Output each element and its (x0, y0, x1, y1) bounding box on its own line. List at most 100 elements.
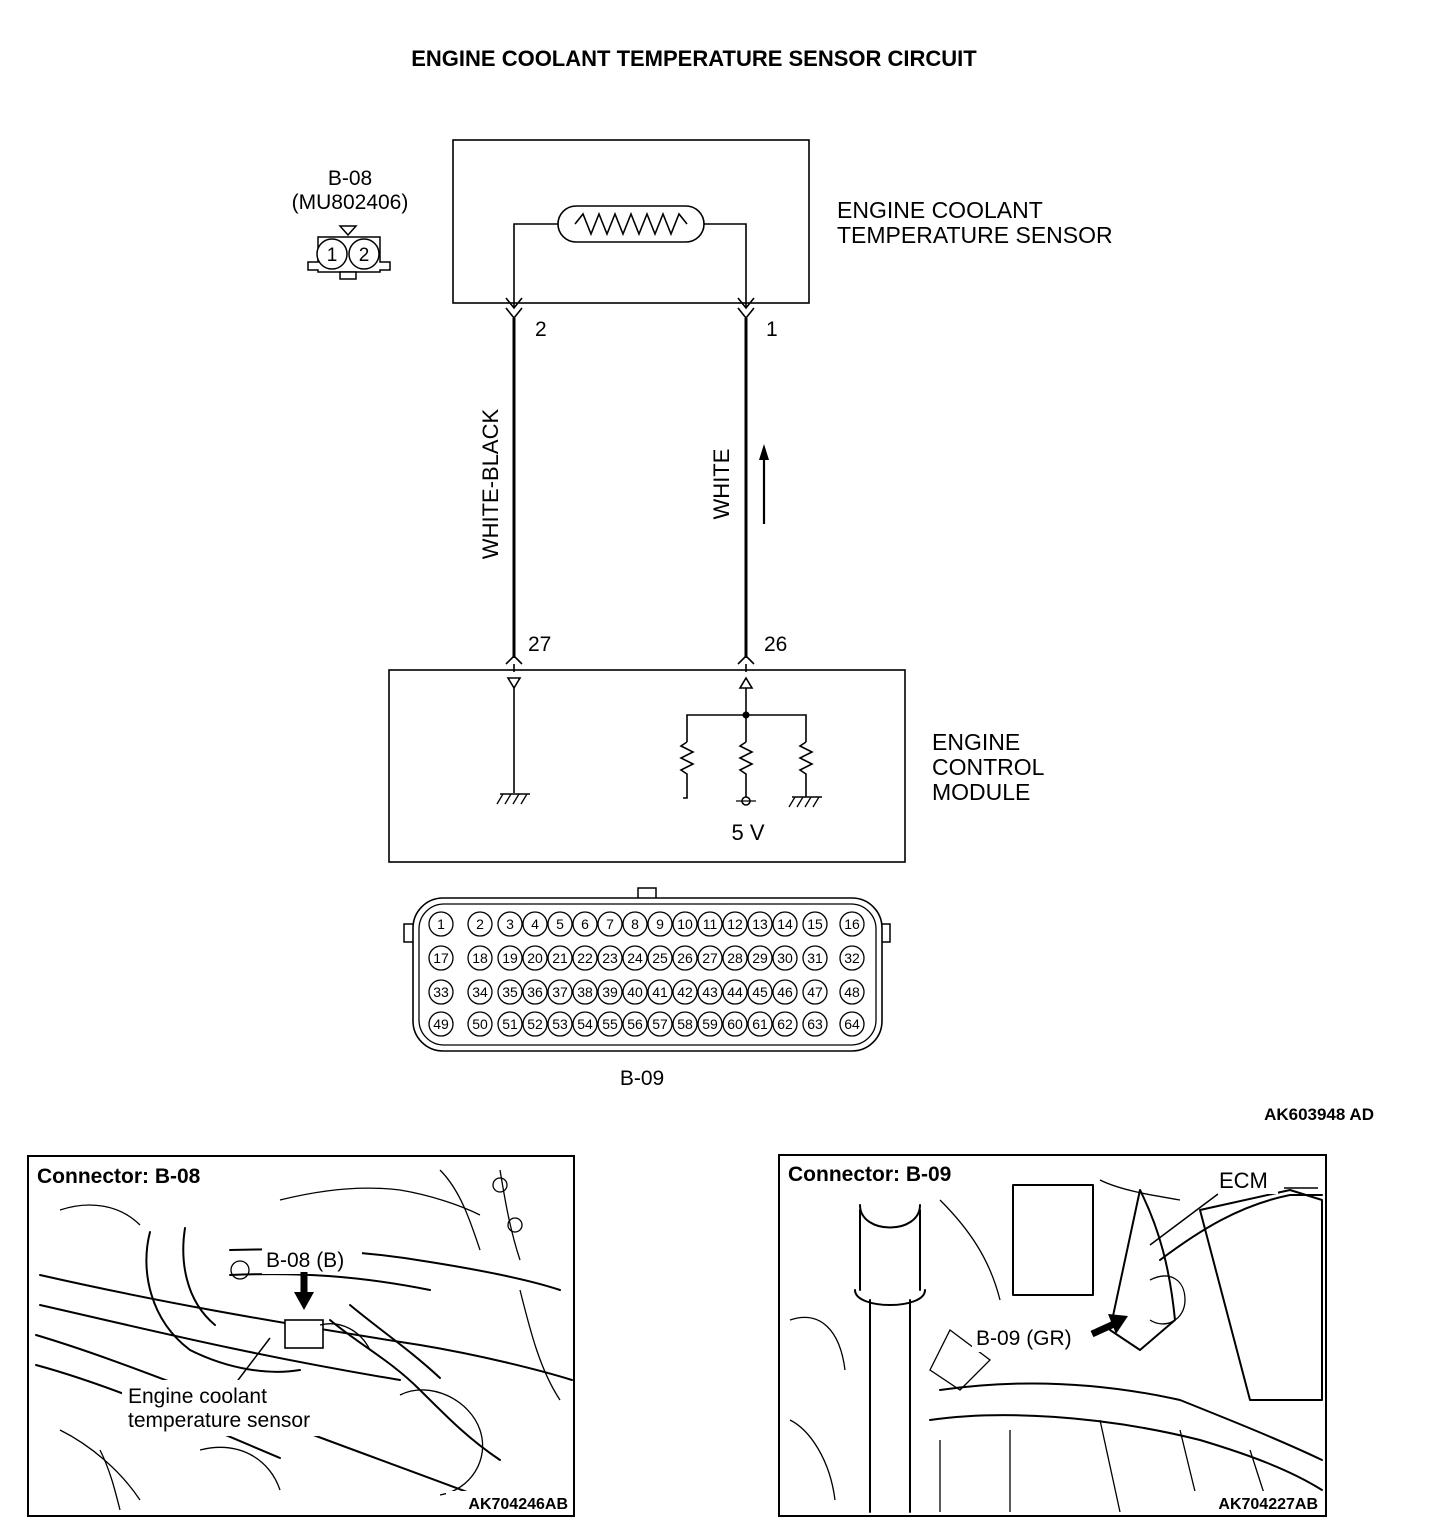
b09-pin-circle (428, 945, 454, 971)
b08-part-number: (MU802406) (292, 191, 409, 214)
b09-pin-circle (547, 911, 573, 937)
b09-pin-circle (772, 979, 798, 1005)
b09-pin-label: 50 (472, 1016, 488, 1032)
wire-color-white-black: WHITE-BLACK (478, 409, 503, 560)
b09-pin-label: 34 (472, 984, 488, 1000)
b09-pin-label: 9 (656, 916, 664, 932)
b09-pin-label: 7 (606, 916, 614, 932)
ecm-box: 5 V (388, 664, 906, 863)
b09-pin-circle (672, 911, 698, 937)
b09-pin-circle (597, 1011, 623, 1037)
b09-pin-circle (802, 979, 828, 1005)
b08-pin-1: 1 (327, 245, 338, 266)
b09-pin-circle (697, 1011, 723, 1037)
b09-pin-circle (547, 945, 573, 971)
sensor-pin-1-label: 1 (766, 318, 778, 341)
b09-pin-circle (839, 1011, 865, 1037)
b09-pin-circle (547, 979, 573, 1005)
b09-pin-circle (672, 979, 698, 1005)
b09-pin-label: 27 (702, 950, 718, 966)
b09-pin-circle (622, 911, 648, 937)
b09-pin-label: 39 (602, 984, 618, 1000)
sensor-name-line1: ENGINE COOLANT (837, 197, 1043, 223)
photo-b08-label-line1: Engine coolant (128, 1385, 267, 1408)
b09-pin-label: 10 (677, 916, 693, 932)
b09-pin-label: 37 (552, 984, 568, 1000)
b09-pin-label: 21 (552, 950, 568, 966)
b09-pin-circle (747, 911, 773, 937)
b08-pin-2: 2 (359, 245, 370, 266)
photo-panel-b09: Connector: B-09 ECM B-09 (GR) AK704227AB (778, 1154, 1327, 1517)
b09-pin-circle (697, 979, 723, 1005)
b09-pin-label: 45 (752, 984, 768, 1000)
b09-pin-circle (802, 911, 828, 937)
b09-pin-circle (597, 911, 623, 937)
b09-pin-circle (772, 911, 798, 937)
ecm-name-line2: CONTROL (932, 754, 1045, 780)
b09-pin-circle (697, 945, 723, 971)
b09-pin-label: 52 (527, 1016, 543, 1032)
diagram-title: ENGINE COOLANT TEMPERATURE SENSOR CIRCUI… (411, 46, 977, 71)
b09-pin-circle (467, 979, 493, 1005)
ground-symbol-right (788, 796, 822, 808)
b09-pin-circle (722, 945, 748, 971)
b09-pin-label: 53 (552, 1016, 568, 1032)
resistor-center (738, 741, 754, 797)
b09-pin-label: 42 (677, 984, 693, 1000)
b09-pin-label: 12 (727, 916, 743, 932)
b09-pin-label: 15 (807, 916, 823, 932)
b09-pin-label: 17 (433, 950, 449, 966)
ecm-name-line3: MODULE (932, 779, 1030, 805)
resistor-left (679, 741, 695, 799)
sensor-name-line2: TEMPERATURE SENSOR (837, 222, 1113, 248)
b09-pin-label: 11 (703, 916, 718, 932)
b09-pin-label: 43 (702, 984, 718, 1000)
photo-b09-code: AK704227AB (1218, 1496, 1318, 1513)
b09-pin-circle (467, 911, 493, 937)
b09-pin-circle (647, 1011, 673, 1037)
b09-pin-circle (522, 979, 548, 1005)
b09-pin-label: 48 (844, 984, 860, 1000)
b09-pin-circle (772, 945, 798, 971)
b09-pin-label: 23 (602, 950, 618, 966)
b09-pin-circle (802, 945, 828, 971)
b09-pin-label: 1 (437, 916, 445, 932)
b09-pin-label: 51 (502, 1016, 518, 1032)
thermistor-symbol (557, 205, 705, 243)
b09-pin-label: 20 (527, 950, 543, 966)
b09-pin-label: 47 (807, 984, 823, 1000)
b09-pin-circle (572, 945, 598, 971)
b09-pin-circle (572, 911, 598, 937)
b09-pin-circle (497, 1011, 523, 1037)
b09-pin-circle (747, 979, 773, 1005)
photo-panel-b08: Connector: B-08 B-08 (B) Engine coolant … (27, 1155, 575, 1517)
b09-pin-circle (522, 911, 548, 937)
b09-pin-circle (467, 1011, 493, 1037)
b09-pin-label: 14 (777, 916, 793, 932)
b09-pin-circle (672, 945, 698, 971)
b09-pin-label: 30 (777, 950, 793, 966)
b09-pin-label: 56 (627, 1016, 643, 1032)
b09-pin-label: 3 (506, 916, 514, 932)
sensor-pin-2-label: 2 (535, 318, 547, 341)
b09-pin-label: 31 (807, 950, 823, 966)
b09-pin-label: 28 (727, 950, 743, 966)
b09-pin-label: 40 (627, 984, 643, 1000)
b09-pin-label: 26 (677, 950, 693, 966)
b09-pin-circle (839, 945, 865, 971)
b09-pin-circle (839, 911, 865, 937)
photo-b09-heading: Connector: B-09 (788, 1163, 951, 1186)
b09-pin-circle (522, 945, 548, 971)
b09-pin-label: 13 (752, 916, 768, 932)
b09-pin-label: 54 (577, 1016, 593, 1032)
photo-b08-heading: Connector: B-08 (37, 1165, 201, 1188)
b09-pin-label: 41 (652, 984, 668, 1000)
photo-b09-callout: B-09 (GR) (976, 1327, 1072, 1350)
b09-pin-circle (722, 1011, 748, 1037)
b09-pin-circle (597, 945, 623, 971)
b09-pin-circle (622, 979, 648, 1005)
b09-pin-circle (672, 1011, 698, 1037)
